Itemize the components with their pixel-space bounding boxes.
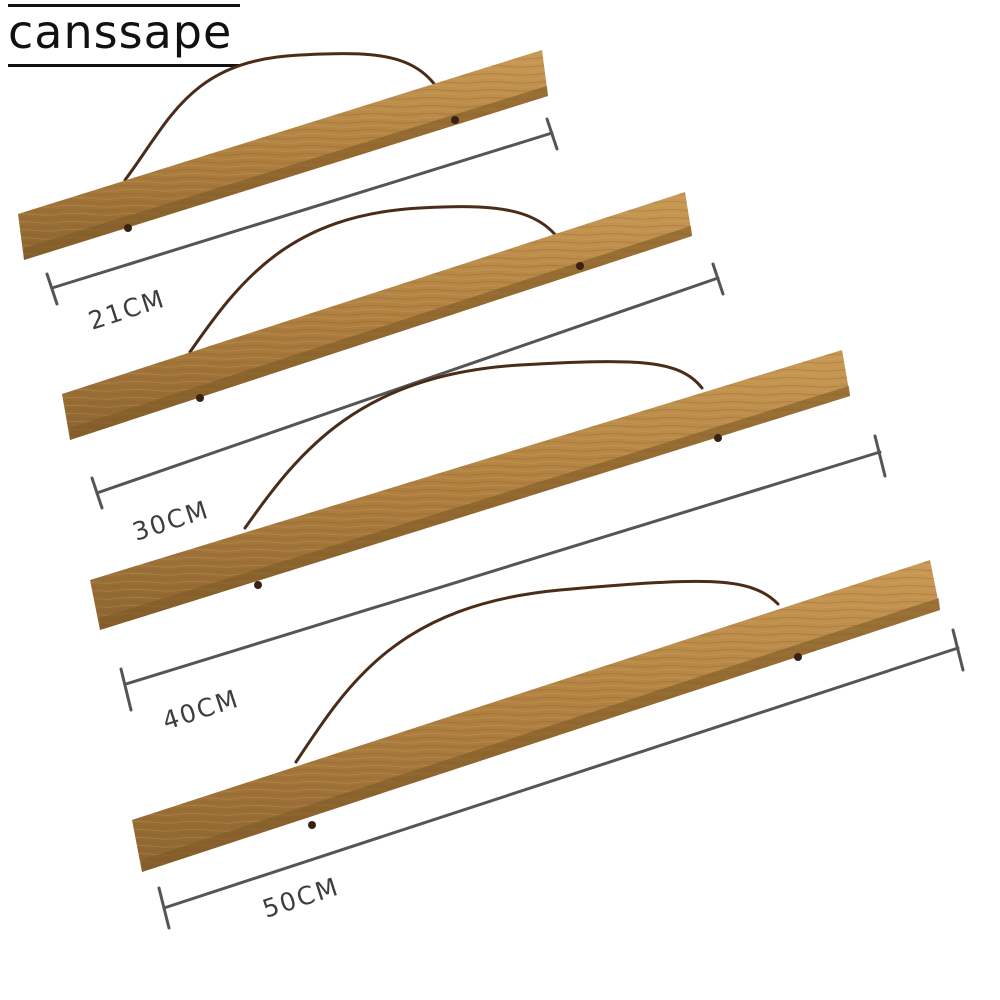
brand-name: canssape	[8, 5, 233, 59]
size-label: 21CM	[85, 284, 169, 336]
measure-line	[119, 434, 887, 712]
hanging-cord	[123, 52, 454, 182]
hanging-cord	[243, 360, 704, 530]
size-label: 40CM	[159, 684, 243, 736]
hanger-40cm: 40CM	[90, 350, 887, 736]
brand-top-line	[8, 4, 240, 7]
hanger-30cm: 30CM	[62, 192, 725, 547]
measure-line	[157, 628, 965, 930]
hanger-21cm: 21CM	[18, 50, 559, 336]
size-label: 50CM	[259, 872, 343, 924]
hanging-cord	[188, 205, 574, 354]
hanger-50cm: 50CM	[132, 560, 965, 930]
measure-line	[45, 117, 559, 306]
size-label: 30CM	[129, 495, 213, 547]
brand-logo: canssape	[8, 0, 244, 70]
measure-line	[90, 262, 725, 510]
brand-bottom-line	[8, 64, 240, 67]
hanging-cord	[294, 579, 780, 764]
